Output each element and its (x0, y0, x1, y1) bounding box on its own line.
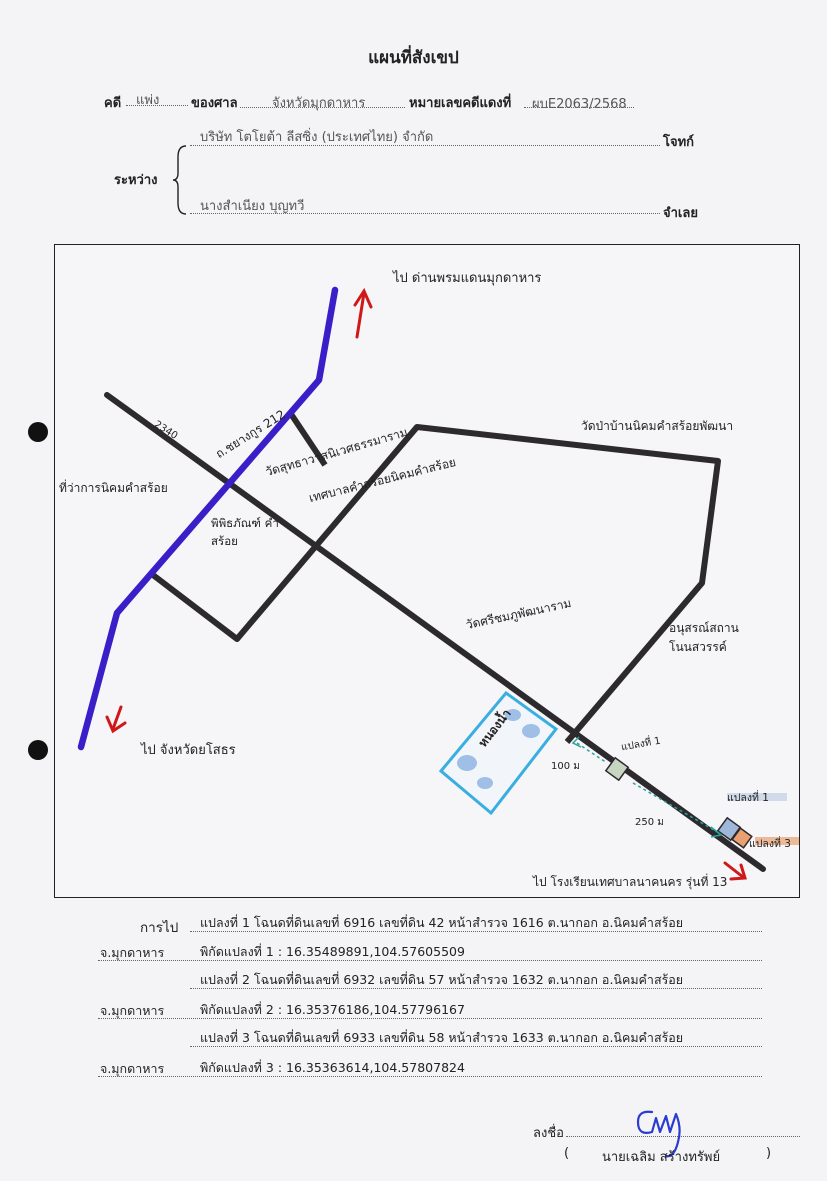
row-2-line (98, 960, 762, 961)
label-office: ที่ว่าการนิคมคำสร้อย (59, 481, 168, 495)
arrow-up-icon (353, 287, 373, 339)
row-5-line (190, 1046, 762, 1047)
sign-line (566, 1136, 800, 1137)
direction-row-3: แปลงที่ 2 โฉนดที่ดินเลขที่ 6932 เลขที่ดิ… (200, 972, 684, 987)
label-to-school: ไป โรงเรียนเทศบาลนาคนคร รุ่นที่ 13 (533, 875, 728, 889)
label-plot-3: แปลงที่ 3 (749, 838, 791, 850)
sketch-map: ไป ด่านพรมแดนมุกดาหาร ที่ว่าการนิคมคำสร้… (54, 244, 800, 898)
case-type-line (126, 105, 188, 106)
plot-1-marker (716, 816, 742, 842)
plot-3-highlight (755, 837, 799, 845)
label-to-yasothon: ไป จังหวัดยโสธร (141, 743, 236, 758)
case-label: คดี (104, 96, 122, 111)
punch-hole-top (28, 422, 48, 442)
row-4-line (98, 1018, 762, 1019)
distance-250-marker (632, 782, 723, 838)
defendant-line (190, 213, 660, 214)
red-no-value: ผบE2063/2568 (532, 97, 627, 112)
row-6-line (98, 1076, 762, 1077)
defendant-label: จำเลย (663, 206, 698, 221)
arrow-down-left-icon (105, 705, 127, 734)
open-paren: ( (564, 1146, 570, 1161)
label-plot-1: แปลงที่ 1 (727, 792, 769, 804)
signer-name: นายเฉลิม สร้างทรัพย์ (602, 1150, 721, 1165)
court-value: จังหวัดมุกดาหาร (272, 96, 366, 111)
direction-row-6: พิกัดแปลงที่ 3 : 16.35363614,104.5780782… (200, 1060, 465, 1075)
label-dist-250: 250 ม (635, 817, 664, 828)
road-north-branch (286, 409, 328, 467)
distance-100-marker (571, 736, 608, 764)
plot-2-marker (604, 756, 630, 782)
close-paren: ) (766, 1146, 772, 1161)
court-label: ของศาล (191, 96, 238, 111)
label-park: อนุสรณ์สถาน โนนสวรรค์ (669, 621, 739, 654)
page-title: แผนที่สังเขป (368, 48, 459, 68)
defendant-value: นางสำเนียง บุญทวี (200, 199, 305, 214)
red-no-label: หมายเลขคดีแดงที่ (409, 96, 512, 111)
plaintiff-label: โจทก์ (663, 135, 695, 150)
map-drawing (77, 286, 799, 881)
pond-shape (438, 690, 559, 816)
direction-row-2: พิกัดแปลงที่ 1 : 16.35489891,104.5760550… (200, 944, 465, 959)
label-to-checkpoint: ไป ด่านพรมแดนมุกดาหาร (393, 271, 542, 286)
direction-row-4: พิกัดแปลงที่ 2 : 16.35376186,104.5779616… (200, 1002, 465, 1017)
row-3-line (190, 988, 762, 989)
court-line (240, 107, 405, 108)
signature-mark (636, 1110, 681, 1158)
directions-label: การไป (140, 920, 179, 936)
label-museum: พิพิธภัณฑ์ คำสร้อย (211, 516, 279, 548)
plot-3-marker (731, 827, 753, 849)
plot-top-highlight (727, 793, 787, 801)
case-type: แพ่ง (136, 93, 160, 108)
province-label-3: จ.มุกดาหาร (100, 1061, 165, 1076)
province-label-1: จ.มุกดาหาร (100, 945, 165, 960)
label-dist-100: 100 ม (551, 761, 580, 772)
highway-212 (77, 286, 339, 751)
row-1-line (190, 931, 762, 932)
label-wat-top-right: วัดป่าบ้านนิคมคำสร้อยพัฒนา (581, 419, 734, 433)
red-no-line (524, 107, 634, 108)
brace-icon (172, 145, 187, 215)
punch-hole-bottom (28, 740, 48, 760)
plaintiff-line (190, 145, 660, 146)
arrow-down-right-icon (723, 861, 747, 881)
direction-row-1: แปลงที่ 1 โฉนดที่ดินเลขที่ 6916 เลขที่ดิ… (200, 915, 684, 930)
direction-row-5: แปลงที่ 3 โฉนดที่ดินเลขที่ 6933 เลขที่ดิ… (200, 1030, 684, 1045)
road-main-diagonal (104, 392, 766, 872)
sign-label: ลงชื่อ (533, 1126, 564, 1141)
between-label: ระหว่าง (114, 173, 158, 188)
province-label-2: จ.มุกดาหาร (100, 1003, 165, 1018)
plaintiff-value: บริษัท โตโยต้า ลีสซิ่ง (ประเทศไทย) จำกัด (200, 130, 434, 145)
road-museum-loop (151, 424, 721, 744)
